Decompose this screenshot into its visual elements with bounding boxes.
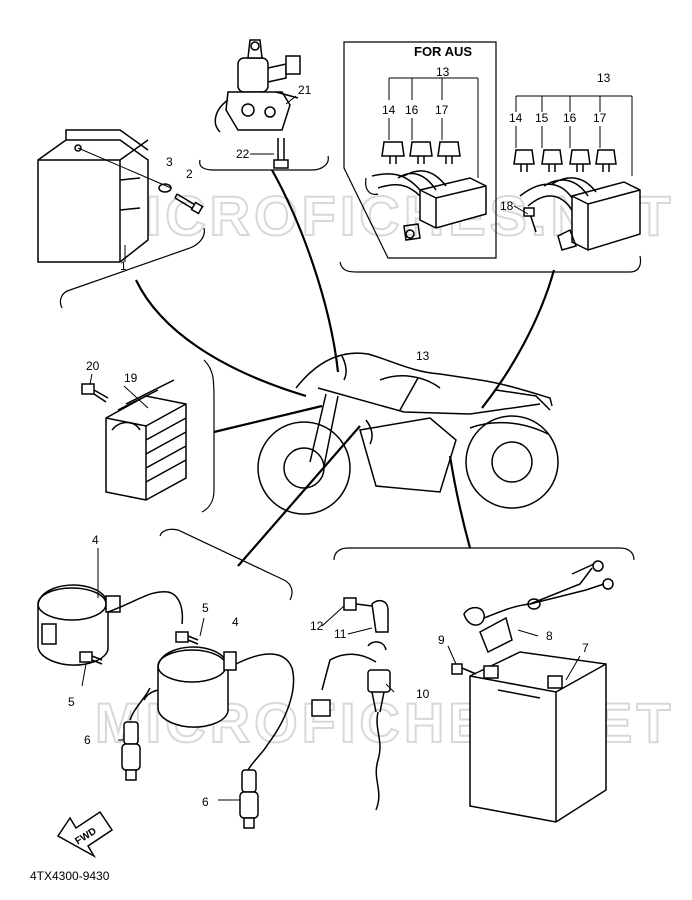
callout-8: 8 (546, 629, 553, 643)
callout-22: 22 (236, 147, 250, 161)
motorcycle-icon (257, 352, 559, 515)
callout-17-std: 17 (593, 111, 607, 125)
callout-5-a: 5 (202, 601, 209, 615)
starter-relay-icon (463, 560, 614, 654)
callout-1: 1 (120, 259, 127, 273)
battery-icon (469, 651, 607, 823)
fuse-icon (595, 149, 617, 172)
main-switch-icon (214, 39, 301, 133)
callout-6-a: 6 (84, 733, 91, 747)
fuse-icon (569, 149, 591, 172)
ignition-coil-icon (143, 646, 295, 745)
callout-13-std: 13 (597, 71, 611, 85)
cdi-unit-icon (37, 129, 149, 263)
callout-15-std: 15 (535, 111, 549, 125)
ignition-coil-icon (37, 584, 184, 666)
callout-18: 18 (500, 199, 514, 213)
callout-5-b: 5 (68, 695, 75, 709)
fuse-icon (513, 149, 535, 172)
fuse-box-icon (371, 170, 487, 241)
callout-14-std: 14 (509, 111, 523, 125)
callout-21: 21 (298, 83, 312, 97)
bolt-icon (273, 138, 289, 169)
callout-2: 2 (186, 167, 193, 181)
callout-19: 19 (124, 371, 138, 385)
callout-3: 3 (166, 155, 173, 169)
bolt-icon (343, 597, 373, 611)
fuse-icon (381, 141, 405, 164)
spark-plug-cap-icon (121, 687, 151, 781)
variant-label: FOR AUS (414, 44, 472, 59)
rectifier-regulator-icon (105, 379, 187, 501)
fwd-arrow-icon (56, 810, 114, 859)
callout-9: 9 (438, 633, 445, 647)
neutral-switch-icon (311, 599, 391, 811)
callout-11: 11 (334, 627, 347, 641)
fuse-box-icon (519, 177, 641, 251)
bolt-icon (81, 383, 109, 403)
bolt-icon (451, 663, 477, 675)
callout-16-std: 16 (563, 111, 577, 125)
fuse-icon (437, 141, 461, 164)
fuse-icon (541, 149, 563, 172)
bolt-icon (175, 631, 199, 645)
callout-6-b: 6 (202, 795, 209, 809)
callout-7: 7 (582, 641, 589, 655)
callout-20: 20 (86, 359, 100, 373)
callout-16-aus: 16 (405, 103, 419, 117)
callout-4-b: 4 (232, 615, 239, 629)
callout-10: 10 (416, 687, 430, 701)
bolt-icon (79, 651, 103, 665)
callout-4-a: 4 (92, 533, 99, 547)
diagram-code: 4TX4300-9430 (30, 869, 110, 883)
callout-14-aus: 14 (382, 103, 396, 117)
bolt-icon (174, 193, 204, 215)
callout-12: 12 (310, 619, 324, 633)
fuse-icon (409, 141, 433, 164)
callout-17-aus: 17 (435, 103, 449, 117)
spark-plug-cap-icon (239, 743, 269, 829)
callout-13-bike: 13 (416, 349, 430, 363)
callout-13-aus: 13 (436, 65, 450, 79)
